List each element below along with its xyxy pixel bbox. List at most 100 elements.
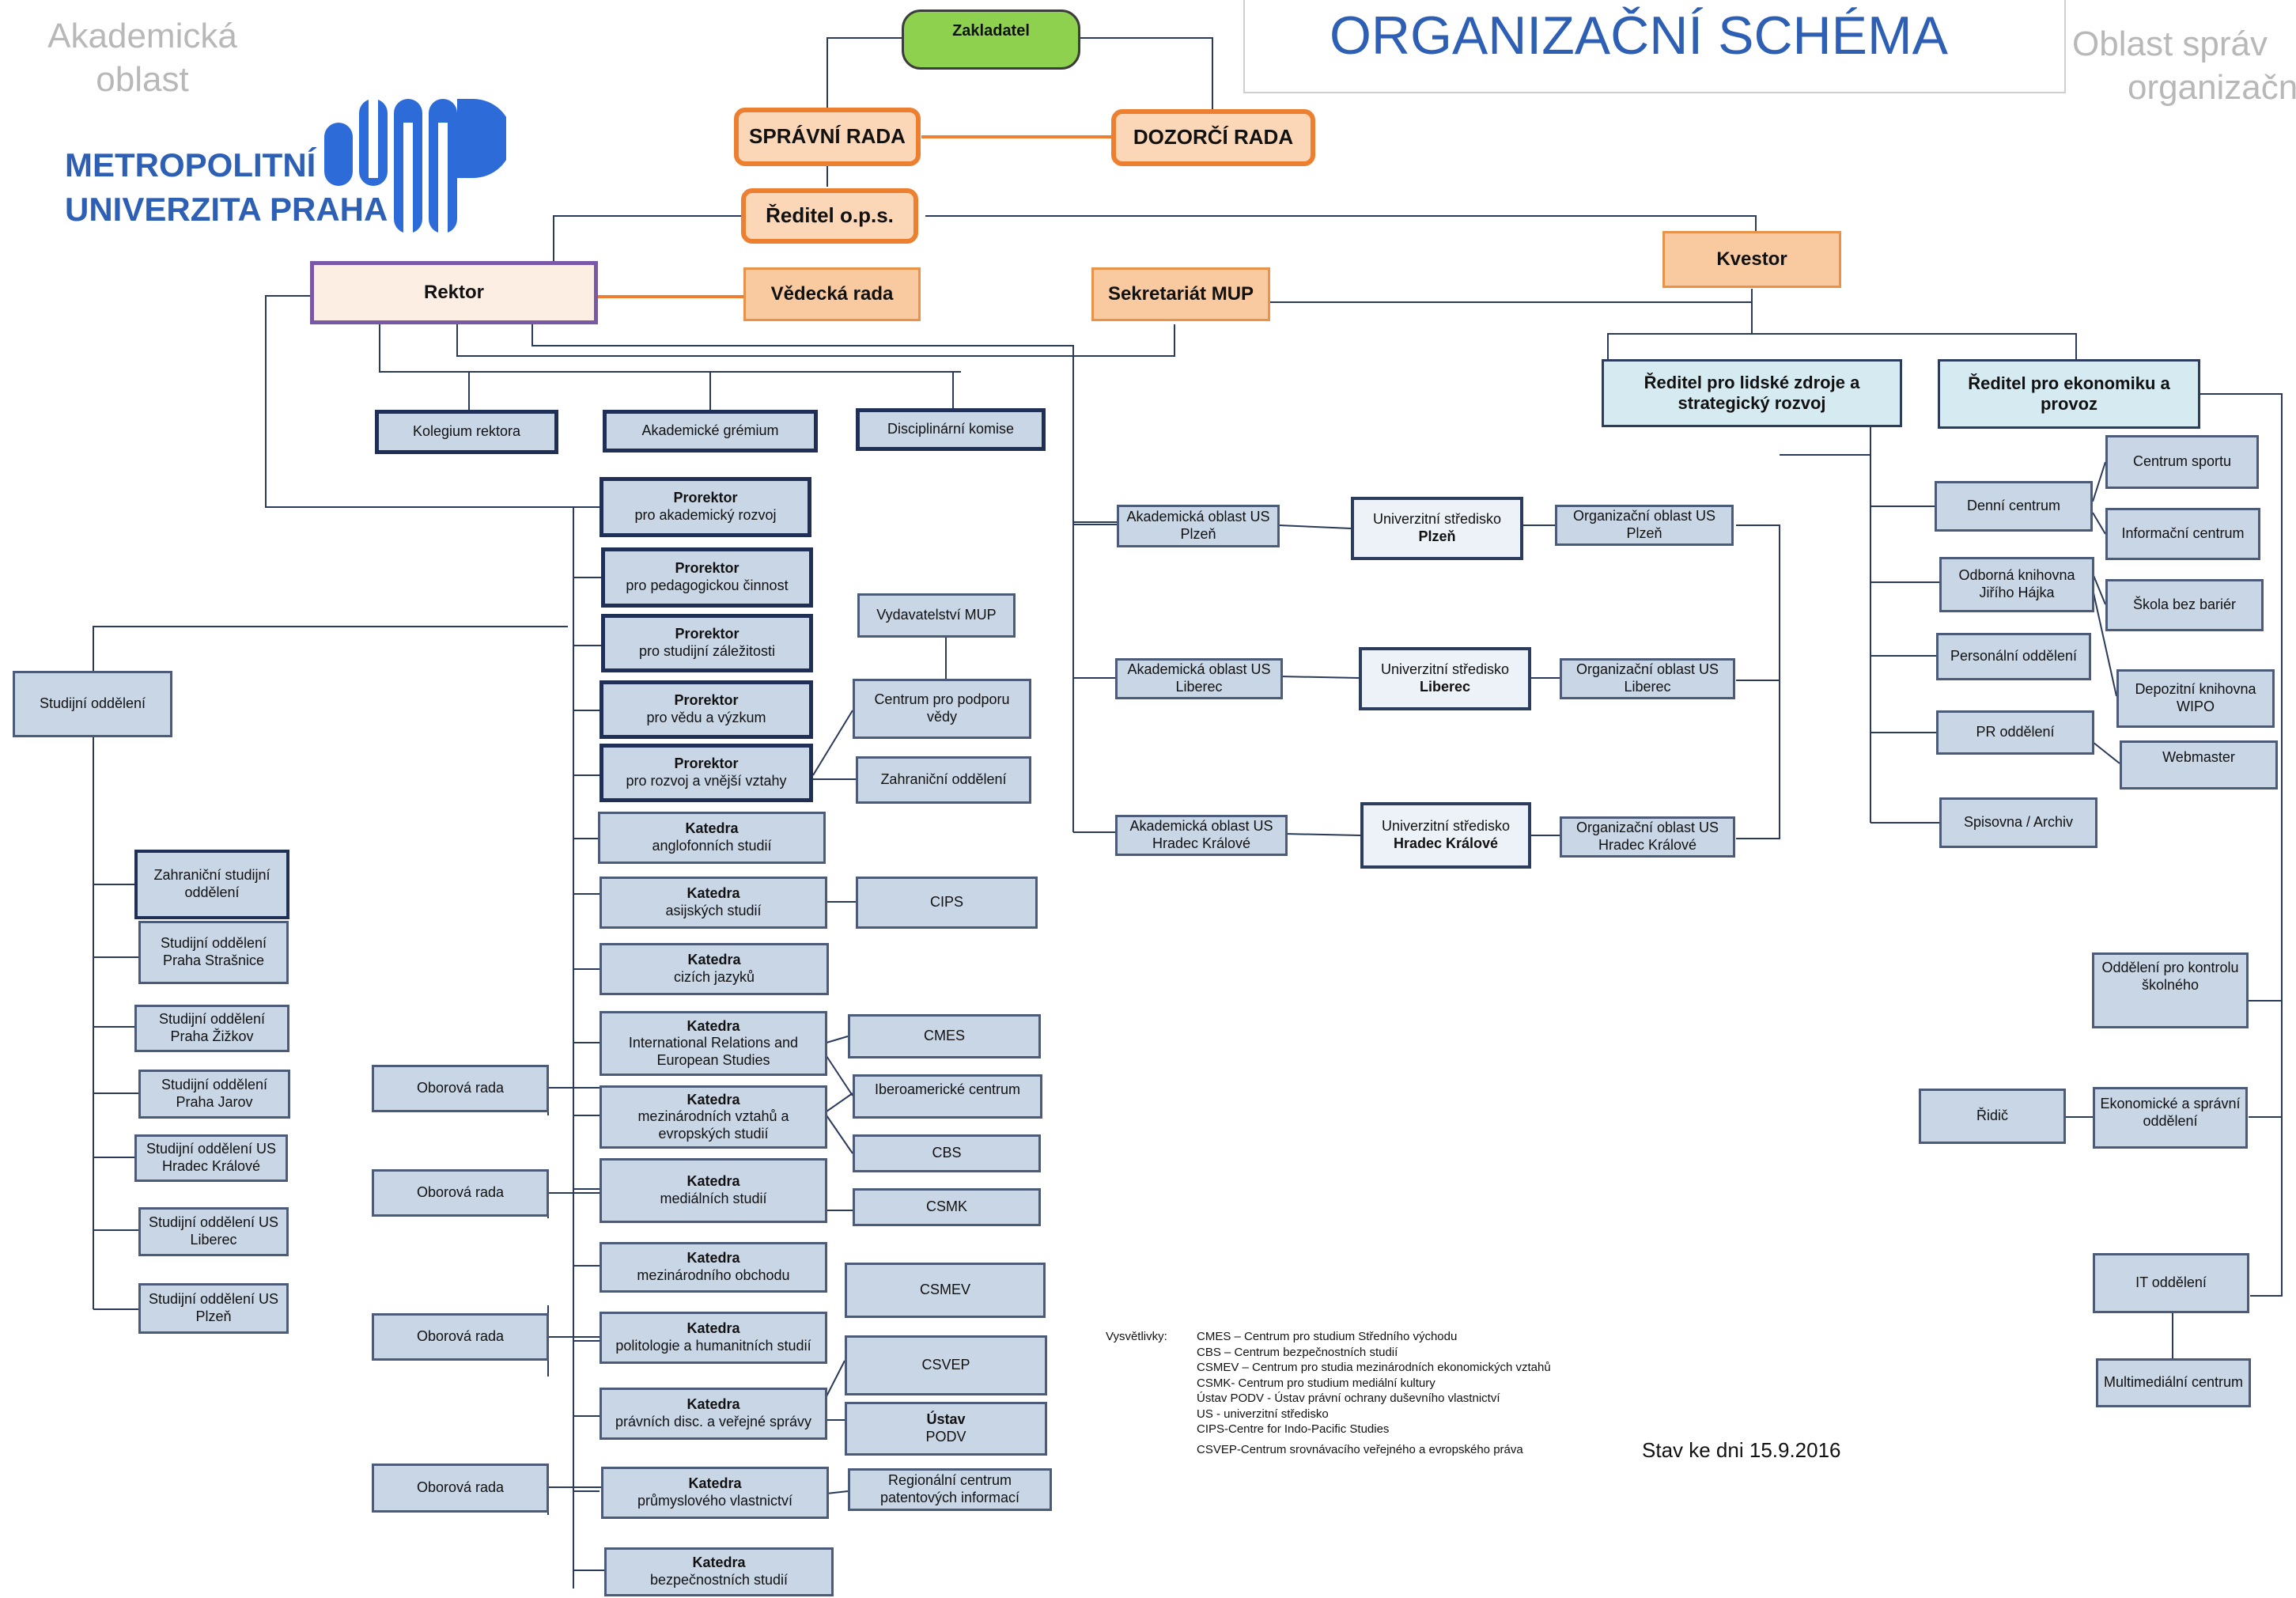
katedra-title: Katedra [692,1554,746,1571]
us-title: Univerzitní středisko [1372,511,1502,528]
oborova-rada-node: Oborová rada [372,1065,549,1112]
denni-centrum-label: Denní centrum [1966,498,2061,514]
prorektor-title: Prorektor [674,692,739,709]
centrum-sportu-node: Centrum sportu [2105,435,2259,489]
katedra-sub: mezinárodního obchodu [637,1267,790,1283]
prorektor-title: Prorektor [673,490,738,506]
kolegium-rektora-label: Kolegium rektora [412,423,521,440]
studijni-sub-node: Studijní oddělení Praha Strašnice [138,921,289,984]
katedra-sub: International Relations and European Stu… [628,1035,799,1068]
katedra-sub: cizích jazyků [673,969,755,985]
logo: METROPOLITNÍ UNIVERZITA PRAHA [63,99,522,233]
personalni-oddeleni-label: Personální oddělení [1950,648,2078,665]
ridic-label: Řidič [1976,1108,2008,1124]
us-city: Hradec Králové [1393,835,1499,851]
katedra-sub: asijských studií [665,903,762,918]
akad-oblast-label: Akademická oblast US Liberec [1127,661,1271,695]
page-title: ORGANIZAČNÍ SCHÉMA [1329,6,1949,66]
katedra-title: Katedra [687,1396,740,1413]
cmes-label: CMES [923,1028,965,1044]
csvep-label: CSVEP [921,1357,970,1373]
us-city: Liberec [1419,679,1471,695]
reditel-ops-label: Ředitel o.p.s. [766,203,894,228]
pr-oddeleni-label: PR oddělení [1976,724,2055,740]
prorektor-title: Prorektor [675,626,739,642]
vydavatelstvi-label: Vydavatelství MUP [876,607,997,623]
zahranicni-oddeleni-label: Zahraniční oddělení [880,771,1007,788]
cbs-label: CBS [932,1145,962,1161]
spravni-rada-node: SPRÁVNÍ RADA [734,108,921,166]
csmk-node: CSMK [853,1188,1041,1226]
zakladatel-node: Zakladatel [902,9,1080,70]
csmev-label: CSMEV [919,1282,970,1298]
katedra-title: Katedra [687,1250,740,1267]
odborna-knihovna-node: Odborná knihovna Jiřího Hájka [1939,557,2094,612]
dozorci-rada-label: DOZORČÍ RADA [1133,125,1294,150]
denni-centrum-node: Denní centrum [1935,481,2093,532]
us-title: Univerzitní středisko [1381,818,1511,835]
personalni-oddeleni-node: Personální oddělení [1936,633,2091,680]
legend-item: CSVEP-Centrum srovnávacího veřejného a e… [1197,1442,1523,1456]
org-oblast-label: Organizační oblast US Liberec [1575,661,1719,695]
side-right-line1: Oblast správ [2072,25,2268,63]
org-oblast-node: Organizační oblast US Plzeň [1555,505,1734,546]
legend-item: US - univerzitní středisko [1197,1407,1329,1421]
katedra-sub: mediálních studií [660,1191,767,1206]
reditel-lz-node: Ředitel pro lidské zdroje a strategický … [1602,359,1902,427]
logo-line1: METROPOLITNÍ [65,146,316,184]
legend-item: CSMK- Centrum pro studium mediální kultu… [1197,1376,1435,1390]
side-left-label: Akademická oblast [32,14,253,101]
akademicke-gremium-node: Akademické grémium [603,410,818,453]
cbs-node: CBS [853,1134,1041,1172]
rektor-label: Rektor [423,281,485,303]
depozitni-knihovna-label: Depozitní knihovna WIPO [2135,681,2256,714]
legend-item: CSMEV – Centrum pro studia mezinárodních… [1197,1361,1551,1374]
oborova-rada-node: Oborová rada [372,1313,549,1361]
studijni-sub-label: Studijní oddělení Praha Strašnice [160,935,267,968]
legend-item: CIPS-Centre for Indo-Pacific Studies [1197,1422,1390,1436]
akad-oblast-node: Akademická oblast US Liberec [1115,658,1283,699]
reditel-ek-label: Ředitel pro ekonomiku a provoz [1968,373,2170,414]
informacni-centrum-node: Informační centrum [2105,508,2260,560]
vedecka-rada-label: Vědecká rada [770,282,894,305]
reditel-ops-node: Ředitel o.p.s. [741,188,918,244]
skola-bez-barier-label: Škola bez bariér [2132,596,2237,613]
zahranicni-oddeleni-node: Zahraniční oddělení [856,756,1031,804]
studijni-oddeleni-label: Studijní oddělení [39,695,146,712]
oborova-rada-node: Oborová rada [372,1169,549,1217]
studijni-sub-label: Studijní oddělení Praha Žižkov [158,1011,266,1044]
legend-label: Vysvětlivky: [1106,1330,1167,1343]
katedra-title: Katedra [687,885,740,902]
us-title: Univerzitní středisko [1380,661,1510,678]
it-oddeleni-node: IT oddělení [2093,1253,2249,1313]
prorektor-sub: pro pedagogickou činnost [626,577,789,593]
side-left-line1: Akademická [47,17,237,55]
oborova-rada-label: Oborová rada [416,1479,505,1496]
studijni-sub-node: Studijní oddělení Praha Jarov [138,1070,290,1119]
disciplinarni-komise-node: Disciplinární komise [856,408,1046,451]
regionalni-centrum-label: Regionální centrum patentových informací [879,1472,1020,1505]
katedra-sub: politologie a humanitních studií [615,1338,811,1354]
us-city: Plzeň [1418,528,1456,544]
cips-node: CIPS [856,877,1038,929]
studijni-sub-label: Studijní oddělení US Hradec Králové [146,1141,277,1174]
centrum-sportu-label: Centrum sportu [2132,453,2232,470]
studijni-oddeleni-node: Studijní oddělení [13,671,172,737]
legend-item: Ústav PODV - Ústav právní ochrany duševn… [1197,1392,1500,1405]
side-right-line2: organizačn [2128,68,2296,107]
iberoamericke-centrum-label: Iberoamerické centrum [874,1081,1021,1097]
reditel-lz-label: Ředitel pro lidské zdroje a strategický … [1644,372,1860,413]
studijni-sub-label: Zahraniční studijní oddělení [153,867,270,900]
kvestor-label: Kvestor [1716,248,1787,270]
